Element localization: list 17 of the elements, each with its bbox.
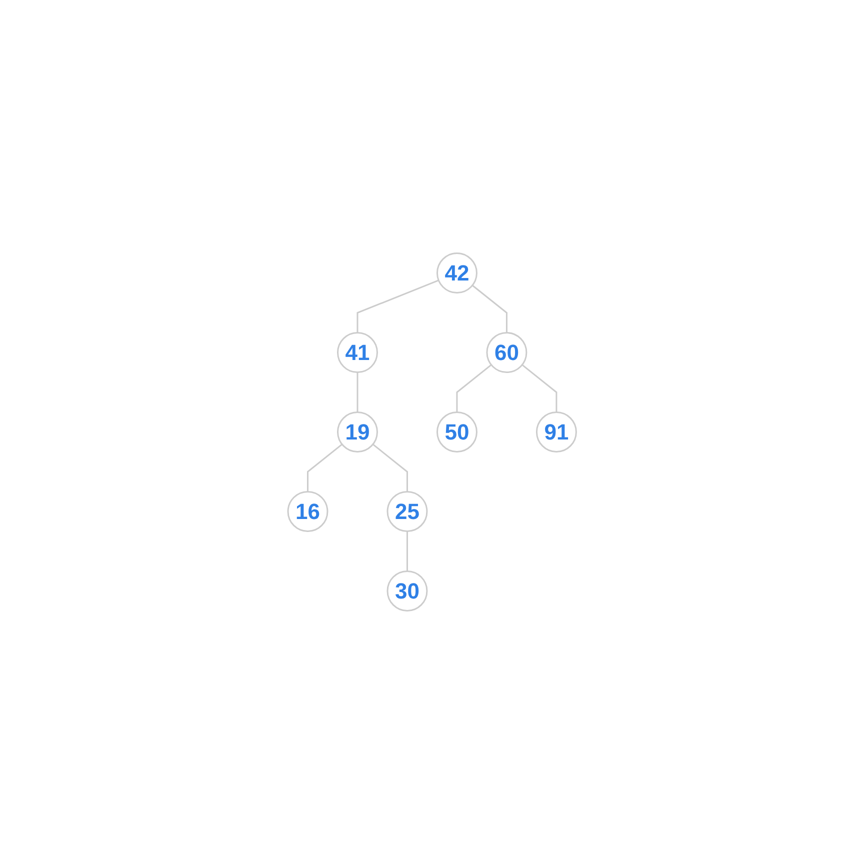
connector [356,280,439,333]
node-circle: 91 [536,412,577,452]
node-circle: 25 [386,491,428,532]
node-circle: 30 [386,570,428,612]
node-circle: 41 [336,332,378,373]
node-circle: 50 [436,412,478,452]
connector [372,444,408,492]
node-circle: 16 [287,491,328,532]
node-circle: 42 [436,252,478,294]
connector [356,372,358,412]
connector [306,444,342,492]
connector [406,531,408,572]
connector [472,284,508,333]
connector [456,364,492,412]
connector [522,364,558,412]
node-circle: 19 [336,412,378,452]
node-circle: 60 [486,332,528,373]
